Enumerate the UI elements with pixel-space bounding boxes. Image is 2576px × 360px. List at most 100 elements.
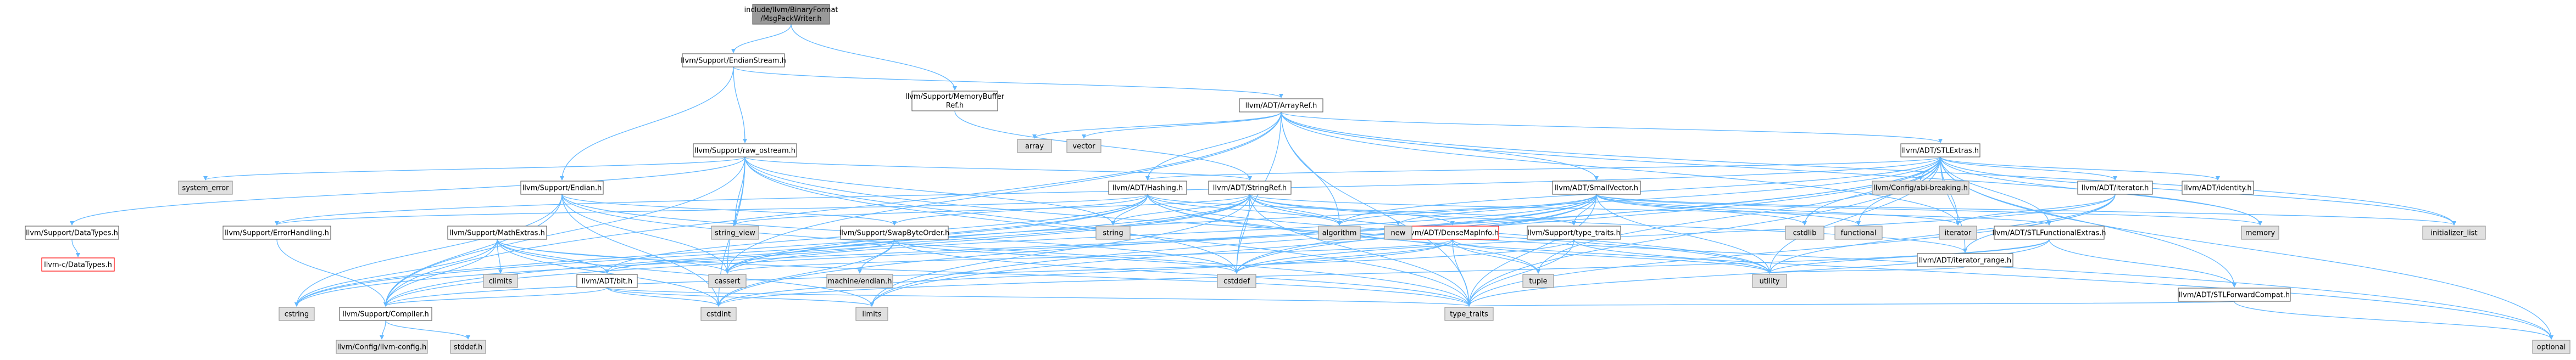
edge-stlfunctional-to-stlforward: [2049, 239, 2236, 288]
edge-stlforward-to-optional: [2234, 301, 2553, 340]
node-label: array: [1025, 143, 1044, 151]
node-stlfunctional[interactable]: llvm/ADT/STLFunctionalExtras.h: [1993, 226, 2106, 240]
node-typetraitsllvm[interactable]: llvm/Support/type_traits.h: [1527, 226, 1621, 240]
edge-iterator-to-cstddef: [1234, 194, 2116, 274]
edge-stringref-to-stlfunctional: [1249, 194, 2051, 226]
node-machineendian[interactable]: machine/endian.h: [826, 274, 893, 288]
node-smallvector[interactable]: llvm/ADT/SmallVector.h: [1552, 181, 1641, 195]
node-box: [911, 91, 998, 111]
node-label: llvm/ADT/SmallVector.h: [1555, 184, 1638, 193]
node-configllvm[interactable]: llvm/Config/llvm-config.h: [336, 340, 428, 354]
edge-stlfunctional-to-utility: [1767, 239, 2050, 274]
edge-smallvector-to-typetraits: [1467, 194, 1597, 307]
edge-endian-to-cassert: [561, 194, 730, 274]
node-box: [1752, 274, 1787, 288]
edge-errorhandling-to-compiler: [276, 239, 388, 307]
node-box: [1900, 143, 1980, 158]
edge-stringref-to-cstring: [294, 194, 1250, 307]
node-box: [520, 181, 604, 195]
node-label: llvm/Support/type_traits.h: [1527, 229, 1621, 238]
edge-stringref-to-cstddef: [1234, 194, 1250, 274]
node-label: llvm/ADT/identity.h: [2184, 184, 2251, 193]
node-root[interactable]: include/llvm/BinaryFormat/MsgPackWriter.…: [744, 4, 838, 25]
node-box: [1017, 139, 1052, 153]
node-densemapinfo[interactable]: llvm/ADT/DenseMapInfo.h: [1406, 226, 1499, 240]
edge-endianstream-to-arrayref: [733, 66, 1283, 98]
node-iteratorrange[interactable]: llvm/ADT/iterator_range.h: [1917, 253, 2013, 267]
node-iterator[interactable]: llvm/ADT/iterator.h: [2077, 181, 2153, 195]
node-compiler[interactable]: llvm/Support/Compiler.h: [339, 307, 432, 321]
edge-memorybuffer-to-stringref: [954, 110, 1252, 181]
node-new[interactable]: new: [1384, 226, 1412, 240]
node-box: [336, 340, 428, 354]
node-cstddef[interactable]: cstddef: [1217, 274, 1256, 288]
node-iteratorstd[interactable]: iterator: [1939, 226, 1977, 240]
node-identity[interactable]: llvm/ADT/identity.h: [2182, 181, 2254, 195]
node-box: [2178, 288, 2291, 302]
node-stddef[interactable]: stddef.h: [450, 340, 486, 354]
edge-stlextras-to-identity: [1940, 156, 2220, 181]
node-cstring[interactable]: cstring: [279, 307, 315, 321]
node-utility[interactable]: utility: [1752, 274, 1787, 288]
node-functional[interactable]: functional: [1834, 226, 1883, 240]
edge-stlextras-to-optional: [1940, 156, 2553, 340]
node-memory[interactable]: memory: [2241, 226, 2279, 240]
edge-smallvector-to-cstring: [294, 194, 1597, 307]
node-vector[interactable]: vector: [1066, 139, 1101, 153]
node-typetraits[interactable]: type_traits: [1444, 307, 1494, 321]
node-box: [1522, 274, 1554, 288]
node-abibreaking[interactable]: llvm/Config/abi-breaking.h: [1872, 181, 1969, 195]
node-stlextras[interactable]: llvm/ADT/STLExtras.h: [1900, 143, 1980, 158]
node-endianstream[interactable]: llvm/Support/EndianStream.h: [681, 53, 786, 68]
node-label: cstdlib: [1793, 229, 1817, 238]
node-swapbyteorder[interactable]: llvm/Support/SwapByteOrder.h: [839, 226, 950, 240]
node-string[interactable]: string: [1095, 226, 1131, 240]
node-mathextras[interactable]: llvm/Support/MathExtras.h: [447, 226, 547, 240]
node-errorhandling[interactable]: llvm/Support/ErrorHandling.h: [222, 226, 331, 240]
node-datatypes[interactable]: llvm/Support/DataTypes.h: [25, 226, 119, 240]
edge-bit-to-limits: [607, 287, 874, 307]
node-box: [1108, 181, 1187, 195]
edge-arrayref-to-hashing: [1145, 111, 1282, 181]
node-label: llvm/Config/llvm-config.h: [337, 344, 426, 352]
node-box: [1527, 226, 1621, 240]
node-stlforward[interactable]: llvm/ADT/STLForwardCompat.h: [2178, 288, 2291, 302]
node-cassert[interactable]: cassert: [708, 274, 747, 288]
edge-rawostream-to-datatypes: [70, 156, 745, 226]
node-cstdint[interactable]: cstdint: [700, 307, 737, 321]
node-array[interactable]: array: [1017, 139, 1052, 153]
node-climits[interactable]: climits: [483, 274, 518, 288]
node-optional[interactable]: optional: [2532, 340, 2571, 354]
node-endian[interactable]: llvm/Support/Endian.h: [520, 181, 604, 195]
node-rawostream[interactable]: llvm/Support/raw_ostream.h: [693, 143, 797, 158]
edge-stringref-to-cassert: [725, 194, 1250, 274]
node-label: llvm-c/DataTypes.h: [44, 261, 112, 269]
edge-bit-to-compiler: [383, 287, 608, 307]
node-hashing[interactable]: llvm/ADT/Hashing.h: [1108, 181, 1187, 195]
node-cstdlib[interactable]: cstdlib: [1785, 226, 1824, 240]
node-box: [279, 307, 315, 321]
node-box: [1318, 226, 1361, 240]
node-arrayref[interactable]: llvm/ADT/ArrayRef.h: [1239, 98, 1323, 113]
node-label: cstring: [285, 311, 309, 319]
node-initlist[interactable]: initializer_list: [2422, 226, 2486, 240]
edge-root-to-endianstream: [731, 24, 792, 53]
node-systemerror[interactable]: system_error: [178, 181, 233, 195]
node-cdatatypes[interactable]: llvm-c/DataTypes.h: [41, 257, 115, 272]
edge-densemapinfo-to-tuple: [1452, 239, 1540, 274]
node-tuple[interactable]: tuple: [1522, 274, 1554, 288]
node-stringref[interactable]: llvm/ADT/StringRef.h: [1208, 181, 1292, 195]
node-box: [1785, 226, 1824, 240]
node-bit[interactable]: llvm/ADT/bit.h: [576, 274, 638, 288]
node-limits[interactable]: limits: [855, 307, 888, 321]
node-label: llvm/ADT/iterator_range.h: [1919, 257, 2011, 265]
node-algorithm[interactable]: algorithm: [1318, 226, 1361, 240]
edge-arrayref-to-memory: [1281, 111, 2262, 226]
node-box: [855, 307, 888, 321]
node-label: llvm/ADT/DenseMapInfo.h: [1406, 229, 1499, 238]
edge-arrayref-to-array: [1032, 111, 1282, 139]
node-stringview[interactable]: string_view: [711, 226, 759, 240]
node-box: [25, 226, 119, 240]
